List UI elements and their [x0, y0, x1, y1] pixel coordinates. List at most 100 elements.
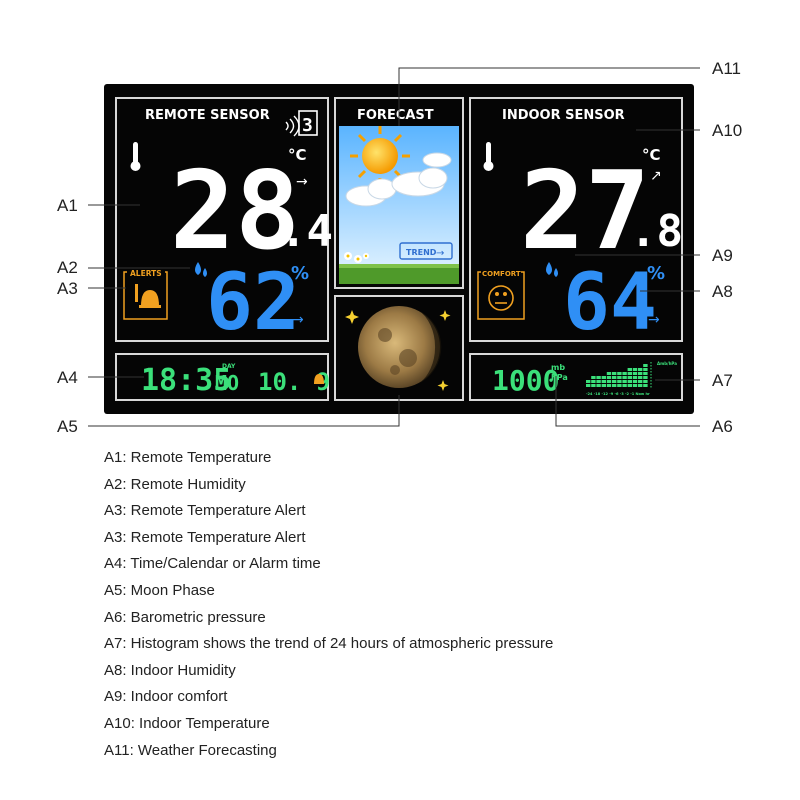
histogram-segment [586, 384, 591, 387]
histogram-segment [601, 384, 606, 387]
alarm-bell-icon [314, 374, 324, 384]
histogram-segment [627, 372, 632, 375]
legend-item: A5: Moon Phase [104, 581, 215, 599]
remote-humidity-unit: % [291, 263, 309, 284]
weather-station-diagram: REMOTE SENSOR 3 28 .4 °C → ALERTS 62 % → [57, 59, 742, 436]
histogram-segment [643, 380, 648, 383]
histogram-segment [632, 376, 638, 379]
cloud-icon [345, 152, 452, 207]
callout-a7: A7 [712, 371, 733, 390]
pressure-panel: 1000 mb hPa Δmb/hPa -24 -18 -12 -9 -6 -3… [469, 353, 683, 401]
indoor-trend-arrow-icon: ↗ [650, 168, 662, 184]
pressure-unit-mb: mb [551, 363, 565, 372]
indoor-humidity-unit: % [647, 263, 665, 284]
pressure-value: 1000 [492, 364, 559, 397]
histogram-segment [627, 368, 632, 371]
histogram-segment [596, 384, 601, 387]
indoor-temperature-value: 27 [520, 149, 650, 274]
comfort-face-icon [488, 285, 514, 311]
indoor-temperature-decimal: .8 [630, 206, 683, 257]
callout-labels: A1 A2 A3 A4 A5 A6 A7 A8 A9 A10 A11 [57, 59, 742, 436]
pressure-unit-hpa: hPa [551, 373, 568, 382]
histogram-segment [617, 372, 622, 375]
star-icon [345, 310, 451, 391]
remote-temperature-value: 28 [170, 149, 300, 274]
indoor-sensor-panel: INDOOR SENSOR 27 .8 °C ↗ COMFORT 64 % → [469, 97, 683, 348]
histogram-segment [638, 368, 643, 371]
histogram-segment [617, 384, 622, 387]
histogram-segment [591, 384, 596, 387]
histogram-segment [627, 380, 632, 383]
histogram-segment [612, 384, 617, 387]
histogram-segment [622, 376, 627, 379]
clock-time: 18:35 [141, 363, 231, 398]
legend-item: A9: Indoor comfort [104, 688, 228, 706]
callout-a4: A4 [57, 368, 78, 387]
histogram-segment [612, 380, 617, 383]
histogram-label: Δmb/hPa [657, 361, 677, 366]
remote-humidity-value: 62 [206, 258, 300, 348]
callout-a5: A5 [57, 417, 78, 436]
legend-item: A11: Weather Forecasting [104, 741, 277, 759]
trend-box [399, 242, 453, 260]
remote-temperature-decimal: .4 [280, 206, 333, 257]
day-label: DAY [222, 363, 236, 370]
callout-a8: A8 [712, 282, 733, 301]
moon-icon [358, 306, 440, 388]
callout-a3: A3 [57, 279, 78, 298]
histogram-segment [601, 380, 606, 383]
legend-item: A1: Remote Temperature [104, 449, 272, 466]
forecast-title: FORECAST [357, 108, 434, 123]
alerts-label: ALERTS [130, 269, 162, 278]
legend-item: A6: Barometric pressure [104, 608, 266, 626]
callout-a1: A1 [57, 196, 78, 215]
remote-temperature-unit: °C [288, 146, 307, 164]
histogram-segment [617, 380, 622, 383]
moon-phase-panel [334, 295, 464, 401]
indoor-thermometer-icon [483, 142, 494, 171]
histogram-segment [638, 372, 643, 375]
callout-lines [88, 67, 700, 427]
histogram-segment [643, 376, 648, 379]
indoor-temperature-unit: °C [642, 146, 661, 164]
channel-box [298, 110, 318, 136]
histogram-segment [627, 384, 632, 387]
callout-a2: A2 [57, 258, 78, 277]
callout-a11: A11 [712, 59, 741, 78]
forecast-panel: FORECAST TREND → [334, 97, 464, 289]
histogram-segment [643, 364, 648, 367]
indoor-sensor-title: INDOOR SENSOR [502, 108, 625, 123]
remote-sensor-panel: REMOTE SENSOR 3 28 .4 °C → ALERTS 62 % → [115, 97, 333, 348]
callout-a6: A6 [712, 417, 733, 436]
legend-item: A3: Remote Temperature Alert [104, 528, 306, 546]
histogram-segment [612, 372, 617, 375]
histogram-segment [586, 380, 591, 383]
clock-day: MO [215, 371, 239, 395]
callout-a10: A10 [712, 121, 742, 140]
trend-arrow-icon: → [296, 174, 308, 190]
histogram-segment [606, 376, 612, 379]
histogram-segment [596, 376, 601, 379]
histogram-segment [632, 380, 638, 383]
legend-list: A1: Remote Temperature A2: Remote Humidi… [104, 446, 744, 765]
histogram-segment [622, 372, 627, 375]
histogram-segment [627, 376, 632, 379]
histogram-segment [606, 380, 612, 383]
histogram-segment [606, 372, 612, 375]
comfort-label: COMFORT [482, 270, 521, 278]
histogram-segment [638, 384, 643, 387]
histogram-segment [632, 368, 638, 371]
trend-arrow-icon: → [436, 248, 444, 259]
legend-item: A2: Remote Humidity [104, 475, 246, 493]
pressure-histogram [586, 362, 652, 388]
histogram-segment [632, 384, 638, 387]
sun-icon [350, 126, 410, 186]
histogram-segment [591, 380, 596, 383]
indoor-humidity-drop-icon [546, 262, 558, 277]
histogram-segment [617, 376, 622, 379]
histogram-segment [596, 380, 601, 383]
clock-panel: 18:35 DAY MO 10. 9 [115, 353, 330, 401]
humidity-trend-arrow-icon: → [292, 312, 304, 328]
histogram-segment [601, 376, 606, 379]
histogram-segment [643, 384, 648, 387]
